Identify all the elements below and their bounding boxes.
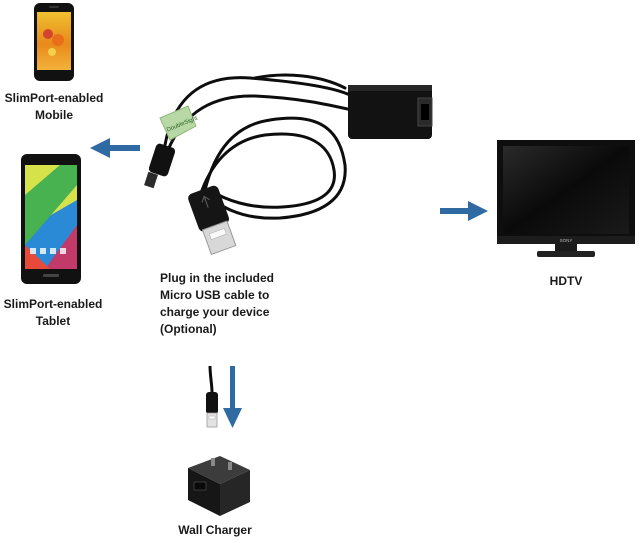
arrow-down-icon <box>223 366 242 428</box>
usb-note-line3: charge your device <box>160 305 270 319</box>
mobile-label-line2: Mobile <box>35 108 73 122</box>
tablet-device-icon <box>21 154 81 284</box>
hdmi-adapter-box-icon <box>348 85 433 139</box>
phone-device-icon <box>34 3 74 81</box>
tv-brand-text: SONY <box>560 238 573 243</box>
slimport-adapter-cable-icon <box>163 73 354 220</box>
cable-tag-icon: DoubleSight <box>159 105 199 141</box>
usb-note-line1: Plug in the included <box>160 271 274 285</box>
usb-note-line4: (Optional) <box>160 322 217 336</box>
micro-usb-cable-icon <box>206 365 218 428</box>
hdtv-label: HDTV <box>536 273 596 290</box>
usb-note: Plug in the included Micro USB cable to … <box>160 270 274 338</box>
usb-a-connector-icon <box>188 185 237 256</box>
hdtv-display-icon: SONY <box>497 140 635 257</box>
usb-note-line2: Micro USB cable to <box>160 288 270 302</box>
wall-charger-label-text: Wall Charger <box>178 523 252 537</box>
mobile-label: SlimPort-enabled Mobile <box>0 90 108 124</box>
wall-charger-label: Wall Charger <box>160 522 270 539</box>
mobile-label-line1: SlimPort-enabled <box>4 91 104 105</box>
tablet-label: SlimPort-enabled Tablet <box>0 296 106 330</box>
micro-usb-plug-icon <box>144 143 176 189</box>
tablet-label-line1: SlimPort-enabled <box>3 297 103 311</box>
tablet-label-line2: Tablet <box>35 314 71 328</box>
arrow-right-icon <box>440 201 488 221</box>
arrow-left-icon <box>90 138 140 158</box>
hdtv-label-text: HDTV <box>549 274 583 288</box>
wall-charger-icon <box>188 456 250 516</box>
